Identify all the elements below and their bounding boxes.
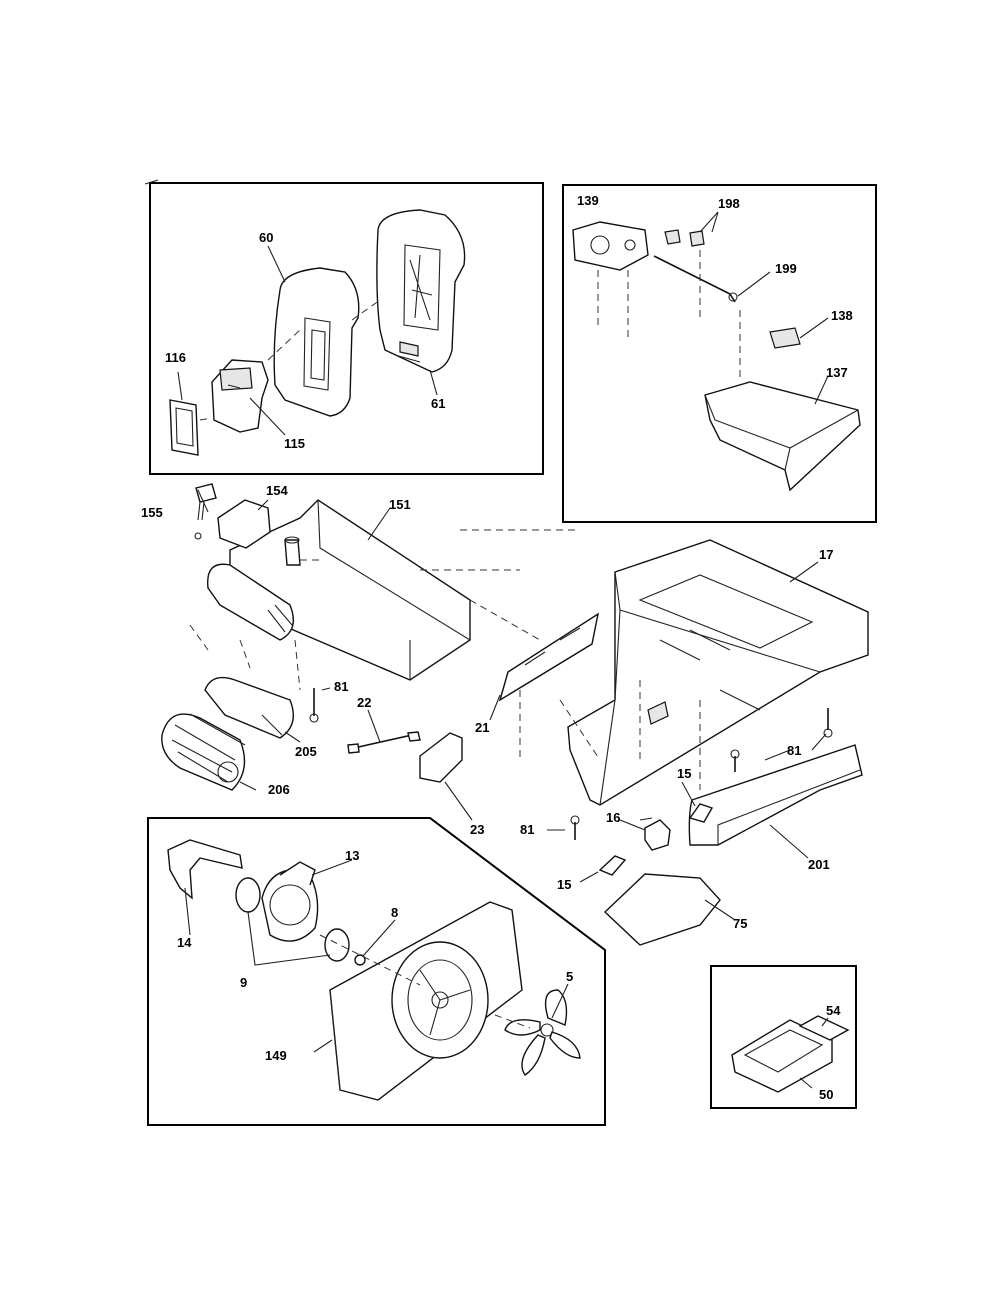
part-139-motor	[572, 221, 649, 271]
label-14: 14	[177, 935, 192, 950]
part-116-gasket	[169, 399, 199, 456]
part-206-auger	[161, 713, 246, 791]
part-9-wheels	[235, 877, 350, 966]
part-199-rod	[653, 255, 736, 303]
part-8-washer	[354, 954, 366, 966]
label-75: 75	[733, 916, 747, 931]
label-155: 155	[141, 505, 163, 520]
label-115: 115	[284, 436, 305, 451]
label-9: 9	[240, 975, 247, 990]
label-137: 137	[826, 365, 848, 380]
part-15-bulb-upper	[688, 803, 714, 823]
label-201: 201	[808, 857, 830, 872]
part-81-screw-right	[823, 708, 833, 738]
part-149-shroud	[329, 901, 523, 1101]
part-16-socket	[639, 817, 671, 851]
label-206: 206	[268, 782, 290, 797]
part-54-strip	[798, 1015, 850, 1041]
part-60-housing	[273, 267, 360, 417]
inset-tray-assembly	[710, 965, 857, 1109]
part-151-auger-tube	[206, 563, 294, 641]
part-23-cover	[419, 732, 463, 783]
inset-frame-bottom-left	[147, 817, 606, 1126]
part-5-fan-blade	[504, 989, 581, 1076]
label-15-lower: 15	[557, 877, 571, 892]
middle-assembly	[161, 483, 600, 821]
part-81-screw-low	[570, 815, 580, 840]
label-23: 23	[470, 822, 484, 837]
label-61: 61	[431, 396, 445, 411]
label-16: 16	[606, 810, 620, 825]
part-21-panel	[498, 612, 600, 702]
part-154-block	[217, 499, 271, 549]
part-81-screw-left	[309, 688, 319, 723]
label-54: 54	[826, 1003, 841, 1018]
label-17: 17	[819, 547, 833, 562]
part-50-tray	[731, 1019, 833, 1093]
part-155-key	[194, 483, 217, 540]
label-139: 139	[577, 193, 599, 208]
label-199: 199	[775, 261, 797, 276]
label-8: 8	[391, 905, 398, 920]
label-60: 60	[259, 230, 273, 245]
label-22: 22	[357, 695, 371, 710]
inset-ice-bucket-assembly	[562, 184, 877, 523]
inset-frame-top-left	[149, 182, 544, 475]
part-labels: 60 61 116 115 139 198 199 138 137 155 15…	[141, 193, 853, 1102]
label-15-upper: 15	[677, 766, 691, 781]
part-205-auger-shell	[204, 676, 294, 739]
part-115-motor	[211, 359, 269, 433]
label-138: 138	[831, 308, 853, 323]
label-50: 50	[819, 1087, 833, 1102]
part-61-housing	[376, 209, 466, 373]
label-154: 154	[266, 483, 288, 498]
label-149: 149	[265, 1048, 287, 1063]
label-116: 116	[165, 350, 186, 365]
part-15-bulb-lower	[598, 855, 627, 876]
label-151: 151	[389, 497, 411, 512]
inset-fan-assembly	[147, 817, 606, 1126]
label-13: 13	[345, 848, 359, 863]
part-198-clips	[664, 229, 705, 247]
label-81-right: 81	[787, 743, 801, 758]
part-75-panel	[603, 873, 721, 946]
label-81-left: 81	[334, 679, 348, 694]
label-21: 21	[475, 720, 489, 735]
label-81-low: 81	[520, 822, 534, 837]
part-81-screw-mid	[730, 749, 740, 772]
inset-frame-bottom-right	[710, 965, 857, 1109]
right-assembly	[519, 539, 869, 946]
inset-ice-dispenser-housing	[144, 179, 544, 475]
part-137-bucket	[704, 381, 861, 492]
part-201-duct	[688, 744, 863, 846]
part-14-bracket	[167, 839, 243, 900]
part-13-blower	[261, 861, 319, 942]
part-17-frame	[567, 539, 869, 806]
label-198: 198	[718, 196, 740, 211]
label-5: 5	[566, 969, 573, 984]
part-22-rod	[347, 731, 421, 754]
inset-frame-top-right	[562, 184, 877, 523]
part-138-bracket	[769, 327, 801, 349]
label-205: 205	[295, 744, 317, 759]
